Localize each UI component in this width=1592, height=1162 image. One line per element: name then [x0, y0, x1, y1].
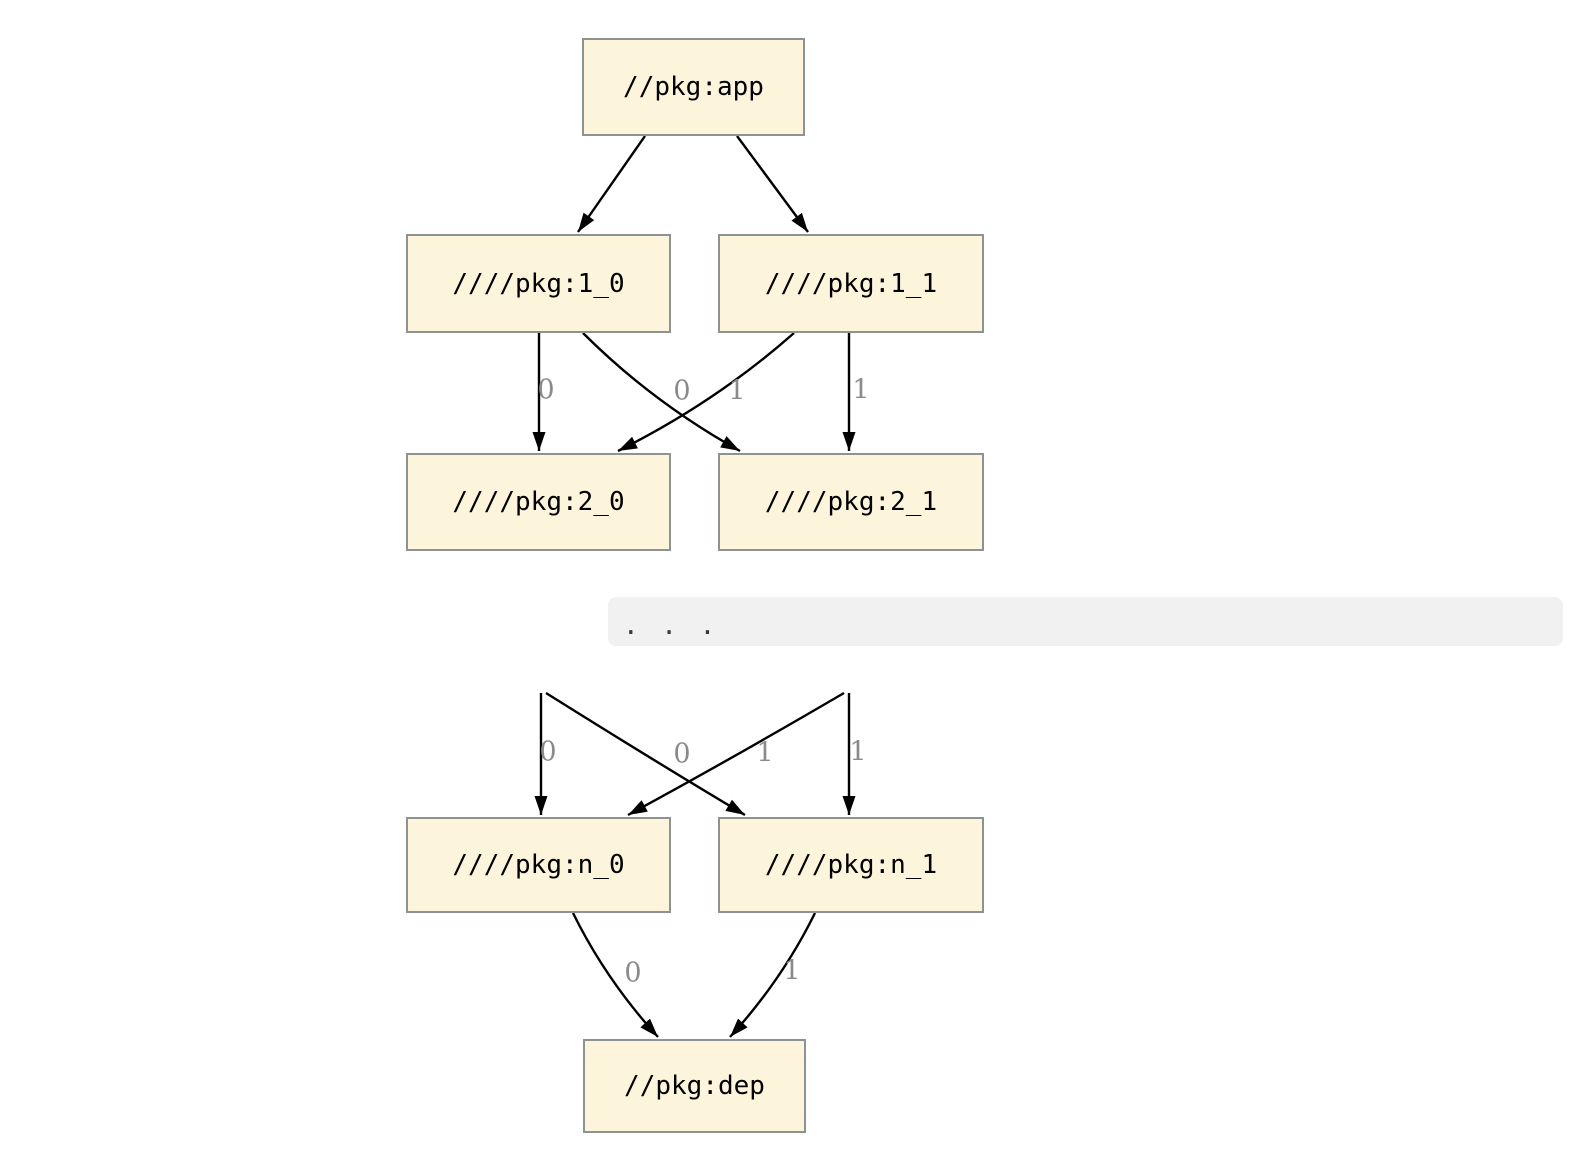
node-pkg-n_0: ////pkg:n_0 [406, 817, 671, 913]
edge-1_0-to-2_1 [582, 332, 741, 453]
edge-n_0-to-dep [571, 912, 659, 1038]
edge-label-1_0-2_1: 1 [728, 375, 746, 407]
edge-label-1_1-2_0: 0 [673, 375, 691, 407]
edge-label-ellipsis-n_1-vertical: 1 [849, 736, 867, 768]
node-label: ////pkg:1_0 [452, 268, 625, 299]
edge-app-to-1_0 [577, 135, 646, 233]
edge-label-ellipsis-n_0-diagonal: 0 [673, 738, 691, 770]
node-label: ////pkg:2_0 [452, 487, 625, 517]
node-pkg-1_0: ////pkg:1_0 [406, 234, 671, 333]
edge-label-ellipsis-n_0-vertical: 0 [539, 736, 557, 768]
edge-ellipsis-to-n_1-diagonal [545, 691, 746, 817]
edge-label-1_0-2_0: 0 [537, 374, 555, 406]
node-label: //pkg:app [623, 72, 764, 102]
node-label: ////pkg:1_1 [764, 268, 938, 299]
edge-app-to-1_1 [736, 135, 809, 233]
node-label: ////pkg:n_0 [452, 850, 625, 880]
node-pkg-dep: //pkg:dep [583, 1039, 806, 1133]
edge-label-ellipsis-n_1-diagonal: 1 [756, 737, 774, 769]
node-pkg-app: //pkg:app [582, 38, 805, 136]
edge-label-1_1-2_1: 1 [852, 374, 870, 406]
node-pkg-2_0: ////pkg:2_0 [406, 453, 671, 551]
edge-ellipsis-to-n_0-diagonal [627, 691, 845, 817]
node-label: ////pkg:2_1 [764, 487, 938, 517]
node-pkg-2_1: ////pkg:2_1 [718, 453, 984, 551]
node-label: //pkg:dep [624, 1071, 765, 1101]
edge-label-n_1-dep: 1 [783, 955, 801, 987]
node-pkg-n_1: ////pkg:n_1 [718, 817, 984, 913]
node-label: ////pkg:n_1 [764, 850, 938, 880]
edge-n_1-to-dep [729, 912, 817, 1038]
node-pkg-1_1: ////pkg:1_1 [718, 234, 984, 333]
ellipsis-text: . . . [623, 610, 716, 641]
edge-label-n_0-dep: 0 [624, 957, 642, 989]
edge-1_1-to-2_0 [617, 332, 795, 453]
ellipsis-band: . . . [608, 597, 1563, 646]
